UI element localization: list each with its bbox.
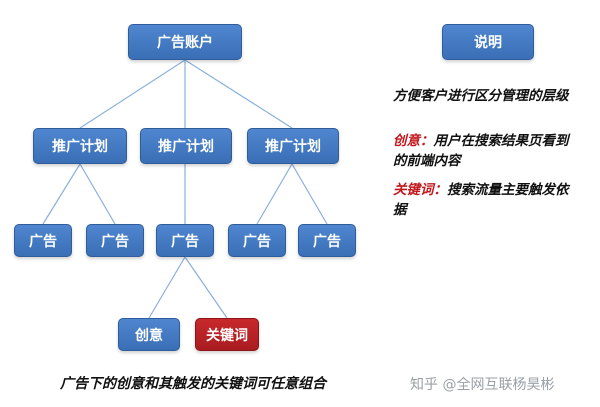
node-campaign-3: 推广计划 <box>247 128 339 164</box>
legend-keyword-note: 关键词：搜索流量主要触发依 据 <box>393 180 598 221</box>
node-ad-3: 广告 <box>156 224 214 257</box>
edge-root-plan-1 <box>79 59 186 129</box>
edge-ad-3-keyword <box>184 256 228 319</box>
node-ad-1: 广告 <box>14 224 72 257</box>
node-campaign-2: 推广计划 <box>140 128 232 164</box>
diagram-caption: 广告下的创意和其触发的关键词可任意组合 <box>60 376 326 392</box>
edge-plan-1-ad-2 <box>79 163 116 225</box>
legend-creative-desc-2: 的前端内容 <box>393 153 461 170</box>
edge-root-plan-3 <box>184 59 293 129</box>
edge-ad-3-creative <box>148 256 186 319</box>
edge-plan-3-ad-4 <box>256 163 293 225</box>
legend-keyword-desc-1: 搜索流量主要触发依 <box>447 182 569 198</box>
node-campaign-1: 推广计划 <box>33 128 127 164</box>
node-keyword: 关键词 <box>195 318 259 351</box>
watermark-text: 知乎 @全网互联杨昊彬 <box>410 377 555 393</box>
node-ad-account: 广告账户 <box>128 24 242 60</box>
node-ad-2: 广告 <box>86 224 144 257</box>
node-ad-4: 广告 <box>228 224 286 257</box>
legend-creative-desc-1: 用户在搜索结果页看到 <box>433 133 569 149</box>
legend-creative-term: 创意： <box>393 133 434 149</box>
edge-plan-1-ad-1 <box>42 163 81 225</box>
legend-keyword-desc-2: 据 <box>393 202 407 219</box>
legend-title-box: 说明 <box>442 24 534 60</box>
legend-keyword-term: 关键词： <box>393 182 447 198</box>
node-creative: 创意 <box>118 318 180 351</box>
edge-plan-3-ad-5 <box>291 163 328 225</box>
node-ad-5: 广告 <box>298 224 356 257</box>
legend-creative-note: 创意：用户在搜索结果页看到 的前端内容 <box>393 131 598 172</box>
legend-hierarchy-note: 方便客户进行区分管理的层级 <box>393 88 569 104</box>
